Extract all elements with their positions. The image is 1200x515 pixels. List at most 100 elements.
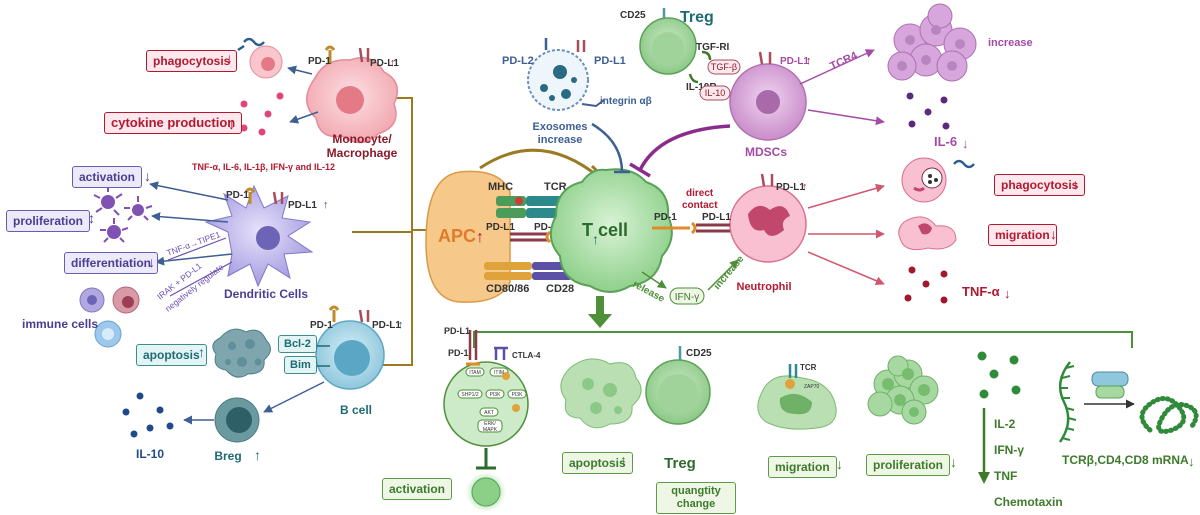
small-dc-cells [93,186,153,243]
contact-pd1-label: PD-1 [654,212,677,223]
il10-bubble-text: IL-10 [705,88,726,98]
treg-cell [639,8,712,84]
up-arrow-icon: ↑ [390,57,396,69]
migration-bottom-text: migration [775,460,830,474]
mdsc-inhibition [638,124,731,171]
down-arrow-icon: ↓ [148,254,155,270]
bcl2-text: Bcl-2 [284,338,311,350]
migrating-tcr-label: TCR [800,363,817,372]
migration-bottom-box: migration [768,456,837,478]
cd28-label: CD28 [546,283,574,295]
cd80-86-label: CD80/86 [486,283,529,295]
ribosome [1091,371,1129,399]
activation-bottom-box: activation [382,478,453,500]
immune-cells-label: immune cells [22,317,98,331]
down-arrow-icon: ↓ [1004,286,1011,301]
proliferation-box: proliferation [6,210,91,232]
migrating-tcell [757,364,837,430]
arrow-to-phagocytosis [287,65,313,75]
macrophage-pd1-label: PD-1 [308,56,331,67]
tcr4-label: TCR4 [828,49,860,72]
down-arrow-icon: ↓ [226,50,233,66]
bcl2-box: Bcl-2 [278,335,317,353]
zap70-label: ZAP70 [804,384,820,390]
dc-pdl1-label: PD-L1 [288,200,317,211]
apc-label: APC [438,226,476,246]
treg-bottom-label: Treg [664,455,696,472]
tgf-ri-label: TGF-RI [696,42,730,53]
bcell-pdl1-label: PD-L1 [372,320,401,331]
migration-right-box: migration [988,224,1057,246]
exosomes-increase-label: increase [538,134,583,146]
apc-pdl1-label: PD-L1 [486,222,515,233]
tnf-dots [904,266,948,304]
phagocytosis-right-text: phagocytosis [1001,178,1079,192]
immune-cells-group [79,286,140,348]
down-arrow-icon: ↓ [836,456,843,472]
direct-contact-label: direct [686,188,714,199]
bottom-pd1-label: PD-1 [448,348,469,358]
ifn-g-label: IFN-γ [994,443,1024,457]
mrna-label: TCRβ,CD4,CD8 mRNA [1062,453,1189,467]
cytokine-production-text: cytokine production [111,115,236,130]
apoptosis-box: apoptosis [136,344,207,366]
tnf-label: TNF [994,469,1017,483]
pdl2-label: PD-L2 [502,55,534,67]
release-arrow [641,271,667,289]
macrophage-pdl1-label: PD-L1 [370,58,399,69]
apoptosis-bottom-text: apoptosis [569,456,626,470]
treg-top-label: Treg [680,9,714,26]
macrophage-label: Macrophage [327,146,398,160]
breg-cell [214,397,260,443]
down-arrow-icon: ↓ [228,116,235,132]
quantity-change-box: quangtity change [656,482,736,514]
t-cell-label: T cell [582,220,628,240]
exosome-inhibition [591,122,624,173]
cytokine-dots [240,92,284,136]
migration-right-text: migration [995,228,1050,242]
erk-label: ERK/ [484,421,496,427]
quantity-change-text: quangtity change [671,485,721,510]
ifn-g-bubble-text: IFN-γ [675,292,699,303]
apoptotic-b-cell [212,328,271,378]
arrow-dc-activation [149,181,229,201]
dendritic-cell [204,184,314,288]
il6-dots [906,92,950,130]
apoptosis-text: apoptosis [143,348,200,362]
arrow-il6 [807,109,885,126]
down-arrow-icon: ↓ [962,136,969,151]
up-arrow-icon: ↑ [254,447,261,463]
il10-bubble [699,85,731,101]
breg-label: Breg [214,449,241,463]
neutrophil-tcell-contact [652,221,730,235]
up-arrow-icon: ↑ [476,229,484,246]
cd25-top-label: CD25 [620,10,646,21]
arrow-to-cytokines [289,111,319,124]
mdsc-cell [729,51,807,141]
proliferation-bottom-box: proliferation [866,454,951,476]
t-cell [549,168,673,293]
cytokine-list: TNF-α, IL-6, IL-1β, IFN-γ and IL-12 [192,162,335,172]
up-arrow-icon: ↑ [398,319,404,331]
neutrophil-label: Neutrophil [737,281,792,293]
monocyte-label: Monocyte/ [332,132,392,146]
cd25-bottom-label: CD25 [686,348,712,359]
phagocytosis-left-box: phagocytosis [146,50,238,72]
treg-bottom-cell [645,346,711,425]
up-arrow-icon: ↑ [592,231,599,247]
irak-inhibit [169,261,233,297]
up-arrow-icon: ↑ [620,452,627,468]
dc-pd1-label: PD-1 [226,190,249,201]
activation-bottom-text: activation [389,482,446,496]
chemotaxin-label: Chemotaxin [994,495,1063,509]
signaling-tcell [443,330,529,447]
pi3k-label-2: PI3K [512,392,524,398]
mrna-strand [1058,361,1077,443]
arrow-phagocytosis-right [807,183,885,209]
down-arrow-icon: ↓ [1050,226,1057,242]
exosome [527,38,605,111]
tgf-b-bubble [707,59,741,75]
phagocytosis-right-box: phagocytosis [994,174,1086,196]
proliferating-nuclei [882,368,930,417]
